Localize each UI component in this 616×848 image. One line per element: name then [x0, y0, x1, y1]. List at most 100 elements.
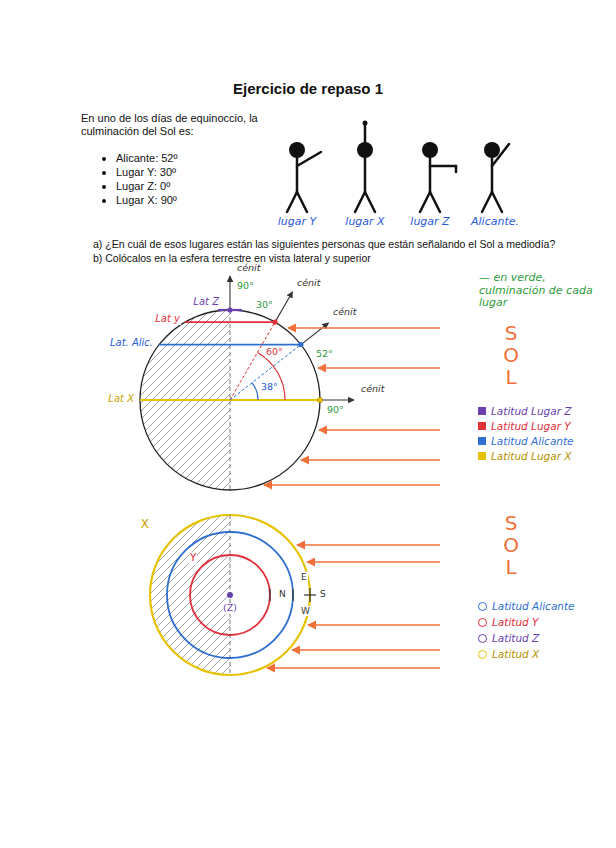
earth-top-view: [304, 594, 316, 595]
stick-figure: [363, 121, 368, 126]
exercise-text: En uno de los días de equinoccio, la cul…: [80, 112, 260, 137]
earth-top-view: [150, 515, 316, 675]
exercise-text: Lugar X: 90º: [115, 194, 178, 207]
diagram-label: cénit: [360, 384, 385, 395]
sun-ray: [264, 484, 440, 485]
legend-text: Latitud Y: [492, 616, 539, 628]
earth-side-view: [258, 352, 286, 400]
earth-side-view: [227, 307, 232, 312]
stick-figure: [420, 142, 456, 212]
stick-figure: [287, 192, 297, 212]
legend-swatch: [478, 407, 486, 415]
stick-figure: [364, 158, 367, 192]
diagram-label: 52°: [315, 349, 334, 360]
legend-text: Latitud Alicante: [492, 600, 575, 612]
stick-figure: [296, 158, 299, 192]
sun-label: SOL: [500, 322, 522, 388]
legend-circle: [478, 650, 487, 659]
stick-figure: [364, 124, 367, 142]
earth-top-view: [270, 588, 316, 602]
earth-side-view: [301, 323, 329, 345]
sun-ray: [267, 545, 440, 668]
exercise-text: lugar Z: [409, 216, 450, 229]
diagram-label: W: [300, 606, 311, 616]
page-title: Ejercicio de repaso 1: [233, 80, 383, 97]
legend-swatch: [478, 422, 486, 430]
earth-side-view: [317, 397, 322, 402]
legend-row: Latitud X: [478, 648, 539, 660]
earth-top-view: [150, 515, 310, 675]
earth-side-view: [140, 310, 320, 490]
exercise-text: Alicante: 52º: [115, 152, 179, 165]
diagram-label: 38°: [260, 382, 279, 393]
legend-circle: [478, 618, 487, 627]
legend-row: Latitud Y: [478, 616, 539, 628]
sun-label: SOL: [500, 512, 522, 578]
list-bullet: [102, 199, 106, 203]
earth-top-view: [269, 589, 270, 601]
stick-figure: [422, 142, 438, 158]
list-bullet: [102, 157, 106, 161]
stick-figure: [429, 158, 432, 192]
stick-figure: [357, 142, 373, 158]
sun-ray: [319, 429, 440, 430]
stick-figure: [355, 121, 375, 213]
earth-side-view: [298, 342, 303, 347]
sun-ray: [308, 624, 440, 625]
legend-row: Latitud Alicante: [478, 600, 575, 612]
earth-side-view: [230, 345, 301, 400]
diagram-label: — en verde, culminación de cada lugar: [478, 272, 598, 310]
stick-figure: [297, 152, 321, 166]
list-bullet: [102, 185, 106, 189]
legend-text: Latitud Z: [492, 632, 539, 644]
exercise-text: Lugar Z: 0º: [115, 180, 171, 193]
diagram-label: Lat y: [154, 313, 181, 325]
earth-side-view: [275, 292, 293, 322]
earth-side-view: [140, 276, 354, 490]
diagram-label: cénit: [296, 278, 321, 289]
stick-figure: [482, 192, 492, 212]
sun-ray: [297, 544, 440, 545]
stick-figure: [430, 192, 440, 212]
earth-top-view: [292, 589, 293, 601]
exercise-text: lugar X: [344, 216, 385, 229]
stick-figure: [492, 144, 509, 166]
stick-figure: [420, 192, 430, 212]
stick-figure: [289, 142, 305, 158]
exercise-text: Lugar Y: 30º: [115, 166, 177, 179]
stick-figure: [430, 165, 456, 168]
earth-side-view: [252, 383, 258, 400]
exercise-text: b) Colócalos en la esfera terrestre en v…: [92, 252, 372, 264]
diagram-label: N: [278, 589, 287, 599]
stick-figure: [492, 192, 502, 212]
stick-figure: [287, 142, 321, 212]
earth-side-view: [229, 276, 230, 310]
exercise-text: a) ¿En cuál de esos lugares están las si…: [92, 238, 556, 250]
exercise-text: lugar Y: [277, 216, 318, 229]
legend-text: Latitud Lugar Y: [491, 420, 571, 432]
legend-text: Latitud X: [492, 648, 539, 660]
legend-text: Latitud Alicante: [491, 435, 574, 447]
diagram-label: cénit: [236, 263, 261, 274]
legend-row: Latitud Lugar Y: [478, 420, 571, 432]
legend-circle: [478, 602, 487, 611]
legend-swatch: [478, 437, 486, 445]
stick-figure: [482, 142, 509, 212]
list-bullet: [102, 171, 106, 175]
sun-ray: [292, 649, 440, 650]
legend-swatch: [478, 452, 486, 460]
diagram-label: Lat Z: [192, 296, 220, 308]
earth-top-view: [230, 515, 231, 675]
sun-ray: [264, 328, 440, 485]
sun-ray: [307, 561, 440, 562]
list-bullet: [102, 157, 106, 203]
stick-figure: [484, 142, 500, 158]
stick-figure: [355, 192, 365, 212]
stick-figure: [297, 192, 307, 212]
sun-ray: [288, 327, 440, 328]
diagram-label: 90°: [236, 281, 255, 292]
earth-side-view: [320, 399, 354, 400]
legend-circle: [478, 634, 487, 643]
diagram-label: Lat X: [107, 393, 135, 405]
